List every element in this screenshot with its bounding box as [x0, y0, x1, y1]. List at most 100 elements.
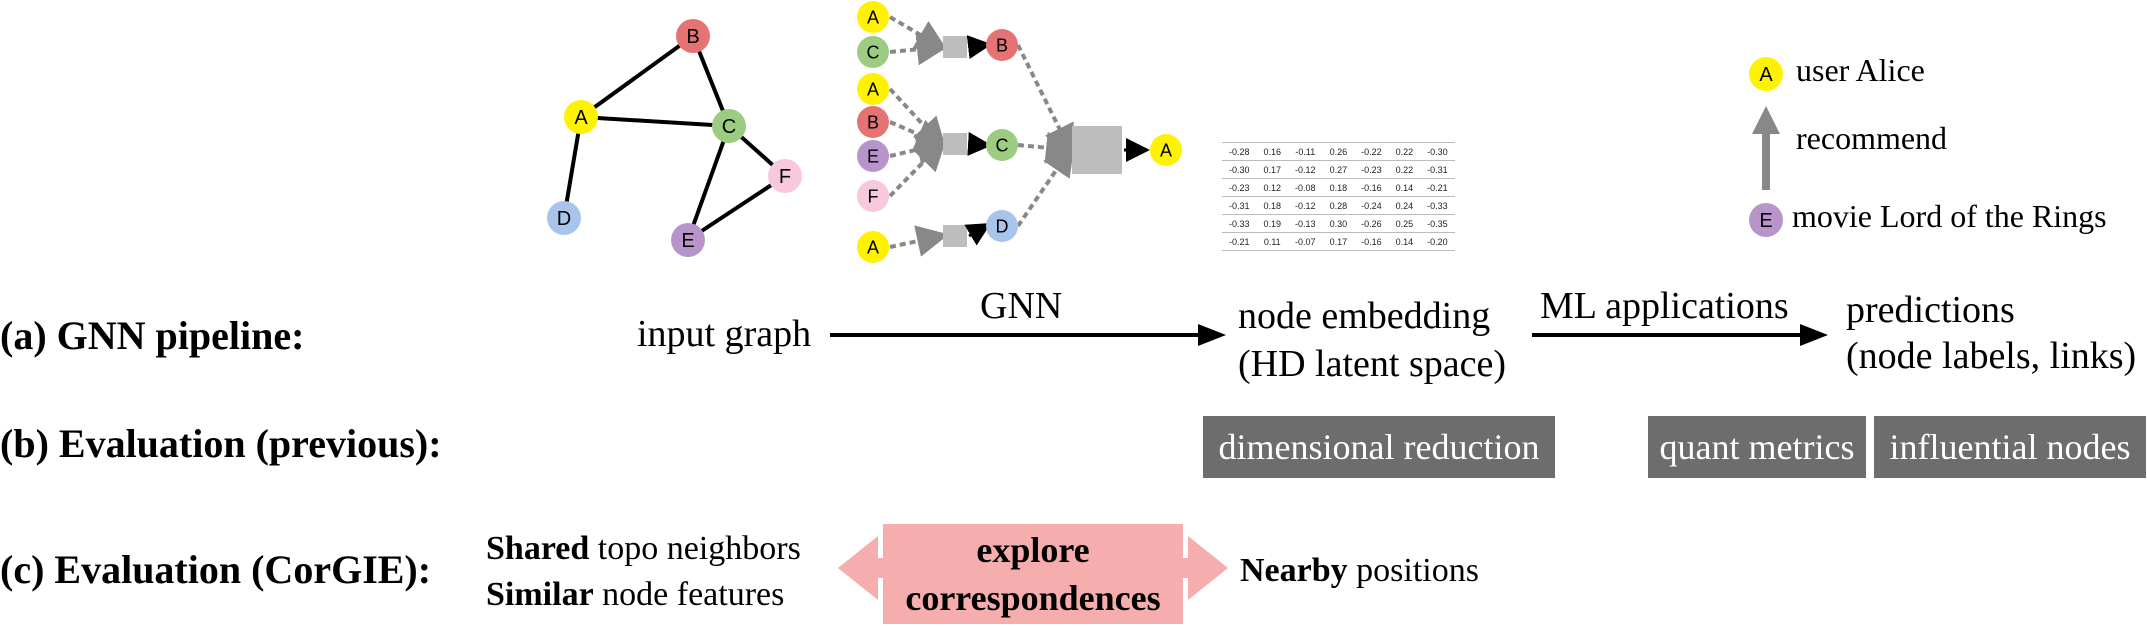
gnn-hidden-node-d-circle: [986, 210, 1018, 242]
row-c-label: (c) Evaluation (CorGIE):: [0, 547, 432, 592]
embedding-value: 0.18: [1256, 196, 1289, 215]
embedding-value: 0.24: [1388, 196, 1421, 215]
embedding-value: -0.12: [1288, 160, 1323, 179]
embedding-value: 0.11: [1256, 232, 1289, 251]
graph-node-a: A: [564, 100, 598, 134]
embedding-value: 0.17: [1322, 232, 1355, 251]
similar-rest: node features: [593, 576, 785, 613]
aggregation-box: [943, 36, 967, 58]
embedding-value: -0.08: [1288, 178, 1323, 197]
gnn-input-node-a: A: [857, 231, 889, 263]
recommend-arrow-icon: [1752, 106, 1780, 190]
graph-edge-AD: [562, 116, 583, 219]
quant-metrics-box: quant metrics: [1648, 416, 1866, 478]
embedding-value: -0.12: [1288, 196, 1323, 215]
embedding-value: 0.14: [1388, 178, 1421, 197]
embedding-value: -0.30: [1222, 160, 1257, 179]
embedding-value: -0.23: [1354, 160, 1389, 179]
gnn-transform-edge: [967, 131, 992, 156]
embedding-value: -0.07: [1288, 232, 1323, 251]
shared-neighbors-text: Shared topo neighbors: [486, 524, 801, 574]
legend-node-a-icon: A: [1749, 57, 1783, 91]
graph-node-f: F: [768, 159, 802, 193]
embedding-value: 0.25: [1388, 214, 1421, 233]
legend-node-e-circle: [1749, 203, 1783, 237]
gnn-label: GNN: [980, 285, 1063, 327]
gnn-input-edge: [889, 33, 949, 66]
gnn-input-node-a-circle: [857, 73, 889, 105]
embedding-value: 0.22: [1388, 142, 1421, 161]
embedding-value: 0.12: [1256, 178, 1289, 197]
influential-nodes-box: influential nodes: [1874, 416, 2146, 478]
similar-keyword: Similar: [486, 576, 594, 613]
similar-features-text: Similar node features: [486, 570, 784, 620]
shared-rest: topo neighbors: [589, 530, 801, 567]
gnn-output-node: A: [1150, 134, 1182, 166]
gnn-hidden-node-c-letter: C: [996, 135, 1009, 155]
gnn-output-node-circle: [1150, 134, 1182, 166]
embedding-value: 0.22: [1388, 160, 1421, 179]
embedding-value: -0.30: [1420, 142, 1455, 161]
graph-node-d-circle: [547, 201, 581, 235]
gnn-input-node-b-circle: [857, 106, 889, 138]
predictions-label: predictions: [1846, 289, 2015, 331]
embedding-value: 0.18: [1322, 178, 1355, 197]
embedding-value: -0.21: [1420, 178, 1455, 197]
embedding-value: -0.33: [1222, 214, 1257, 233]
nearby-rest: positions: [1347, 552, 1479, 589]
node-embedding-label: node embedding: [1238, 295, 1491, 337]
gnn-arrow-icon: [830, 324, 1226, 346]
graph-node-d: D: [547, 201, 581, 235]
gnn-hidden-node-b: B: [986, 29, 1018, 61]
embedding-value: 0.28: [1322, 196, 1355, 215]
gnn-input-node-a-letter: A: [867, 7, 879, 27]
gnn-hidden-node-c-circle: [986, 129, 1018, 161]
ml-applications-label: ML applications: [1540, 285, 1789, 327]
gnn-input-node-a: A: [857, 73, 889, 105]
embedding-value: 0.19: [1256, 214, 1289, 233]
graph-node-c-letter: C: [722, 116, 736, 138]
embedding-value: -0.28: [1222, 142, 1257, 161]
gnn-transform-edge: [966, 35, 992, 60]
row-a-label: (a) GNN pipeline:: [0, 313, 305, 358]
embedding-value: -0.21: [1222, 232, 1257, 251]
gnn-hidden-node-c: C: [986, 129, 1018, 161]
latent-space-label: (HD latent space): [1238, 343, 1506, 385]
embedding-value: -0.33: [1420, 196, 1455, 215]
gnn-transform-edge: [964, 222, 992, 246]
embedding-value: 0.17: [1256, 160, 1289, 179]
nearby-keyword: Nearby: [1240, 552, 1348, 589]
dimensional-reduction-box: dimensional reduction: [1203, 416, 1555, 478]
gnn-input-node-f: F: [857, 180, 889, 212]
embedding-value: -0.16: [1354, 178, 1389, 197]
embedding-value: 0.30: [1322, 214, 1355, 233]
embedding-value: -0.20: [1420, 232, 1455, 251]
graph-node-a-circle: [564, 100, 598, 134]
embedding-value: -0.13: [1288, 214, 1323, 233]
embedding-value: -0.26: [1354, 214, 1389, 233]
graph-node-e: E: [671, 223, 705, 257]
graph-edge-AC: [580, 115, 730, 128]
gnn-input-edge: [889, 225, 949, 257]
embedding-value: -0.11: [1288, 142, 1323, 161]
graph-edges: [562, 34, 787, 242]
embedding-value: -0.23: [1222, 178, 1257, 197]
ml-arrow-icon: [1532, 324, 1828, 346]
predictions-detail-label: (node labels, links): [1846, 335, 2137, 377]
legend-node-e-letter: E: [1759, 210, 1772, 232]
legend-user-text: user Alice: [1796, 52, 1925, 88]
input-graph-label: input graph: [637, 313, 812, 355]
gnn-input-node-e-circle: [857, 140, 889, 172]
gnn-input-node-a-circle: [857, 231, 889, 263]
embedding-value: -0.35: [1420, 214, 1455, 233]
nearby-positions-text: Nearby positions: [1240, 546, 1479, 596]
embedding-value: -0.16: [1354, 232, 1389, 251]
explore-text: explore: [976, 530, 1090, 570]
gnn-output-edge: [1016, 44, 1074, 158]
gnn-output-edge: [1017, 131, 1078, 164]
aggregation-box: [943, 133, 967, 155]
